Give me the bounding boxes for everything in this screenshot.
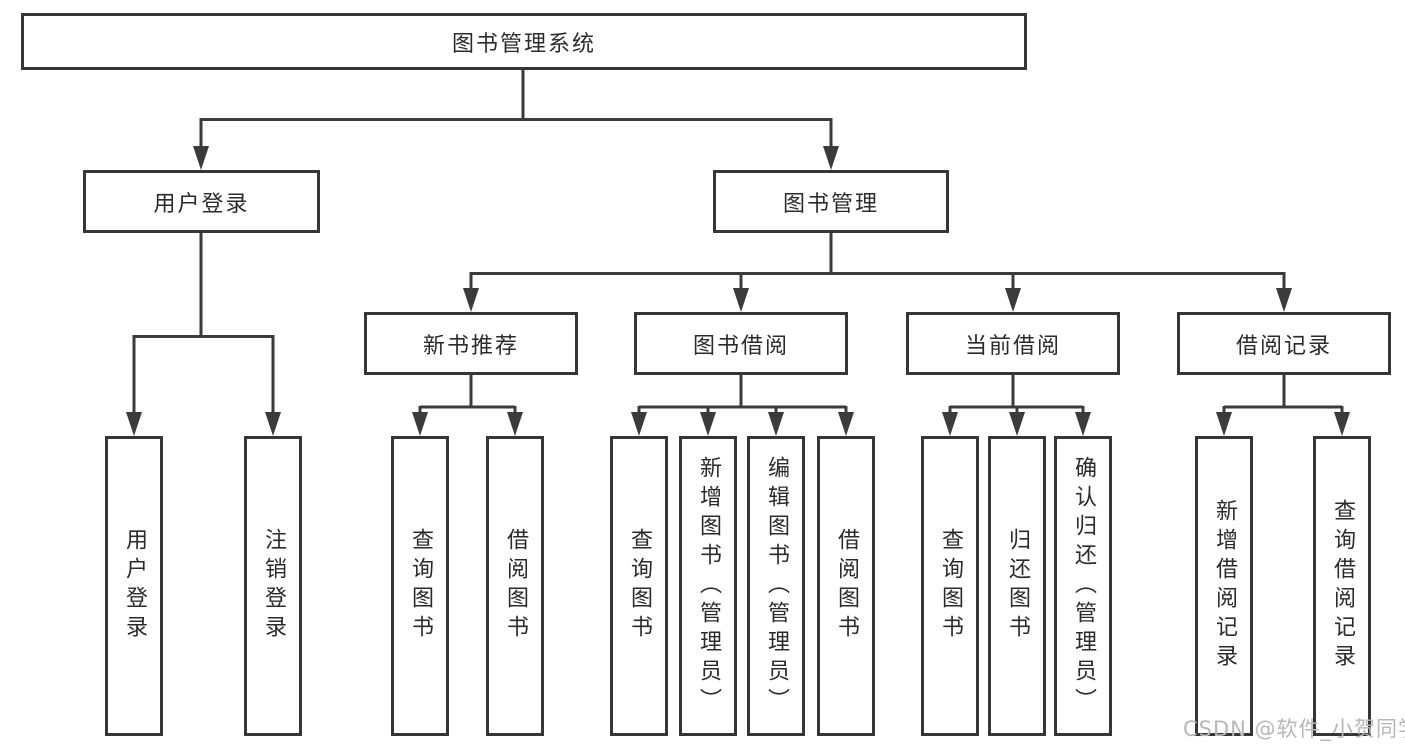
node-current-borrowing-label: 当前借阅 [964,333,1061,359]
node-new-book-recommend-label: 新书推荐 [422,333,519,359]
node-book-management-group-label: 图书管理 [782,191,879,217]
leaf-records-add-record: 新增借阅记录 [1195,436,1253,736]
leaf-logout: 注销登录 [244,436,302,736]
leaf-records-add-record-label: 新增借阅记录 [1212,499,1237,673]
node-book-borrowing: 图书借阅 [634,312,848,375]
leaf-current-query-books-label: 查询图书 [938,528,963,644]
node-library-system-root-label: 图书管理系统 [451,31,596,57]
node-borrowing-records: 借阅记录 [1177,312,1391,375]
leaf-current-confirm-return-admin: 确认归还（管理员） [1054,436,1112,736]
node-book-borrowing-label: 图书借阅 [692,333,789,359]
leaf-recommend-borrow-books: 借阅图书 [486,436,544,736]
leaf-borrowing-borrow-books: 借阅图书 [817,436,875,736]
leaf-records-query-record: 查询借阅记录 [1313,436,1371,736]
node-user-login-group-label: 用户登录 [153,191,250,217]
node-user-login-group: 用户登录 [83,170,320,233]
node-book-management-group: 图书管理 [713,170,949,233]
csdn-watermark: CSDN @软件_小贺同学 [1183,717,1405,741]
leaf-recommend-borrow-books-label: 借阅图书 [503,528,528,644]
node-library-system-root: 图书管理系统 [21,13,1027,70]
node-borrowing-records-label: 借阅记录 [1235,333,1332,359]
leaf-borrowing-edit-books-admin-label: 编辑图书（管理员） [764,455,789,717]
leaf-user-login: 用户登录 [105,436,163,736]
node-current-borrowing: 当前借阅 [906,312,1120,375]
leaf-current-return-books-label: 归还图书 [1005,528,1030,644]
leaf-user-login-label: 用户登录 [122,528,147,644]
node-new-book-recommend: 新书推荐 [364,312,578,375]
leaf-current-query-books: 查询图书 [921,436,979,736]
leaf-recommend-query-books: 查询图书 [391,436,449,736]
leaf-borrowing-borrow-books-label: 借阅图书 [834,528,859,644]
leaf-borrowing-edit-books-admin: 编辑图书（管理员） [747,436,805,736]
leaf-recommend-query-books-label: 查询图书 [408,528,433,644]
leaf-borrowing-add-books-admin-label: 新增图书（管理员） [696,455,721,717]
leaf-current-confirm-return-admin-label: 确认归还（管理员） [1071,455,1096,717]
leaf-current-return-books: 归还图书 [988,436,1046,736]
leaf-borrowing-query-books-label: 查询图书 [627,528,652,644]
leaf-records-query-record-label: 查询借阅记录 [1330,499,1355,673]
leaf-logout-label: 注销登录 [261,528,286,644]
leaf-borrowing-add-books-admin: 新增图书（管理员） [679,436,737,736]
leaf-borrowing-query-books: 查询图书 [610,436,668,736]
